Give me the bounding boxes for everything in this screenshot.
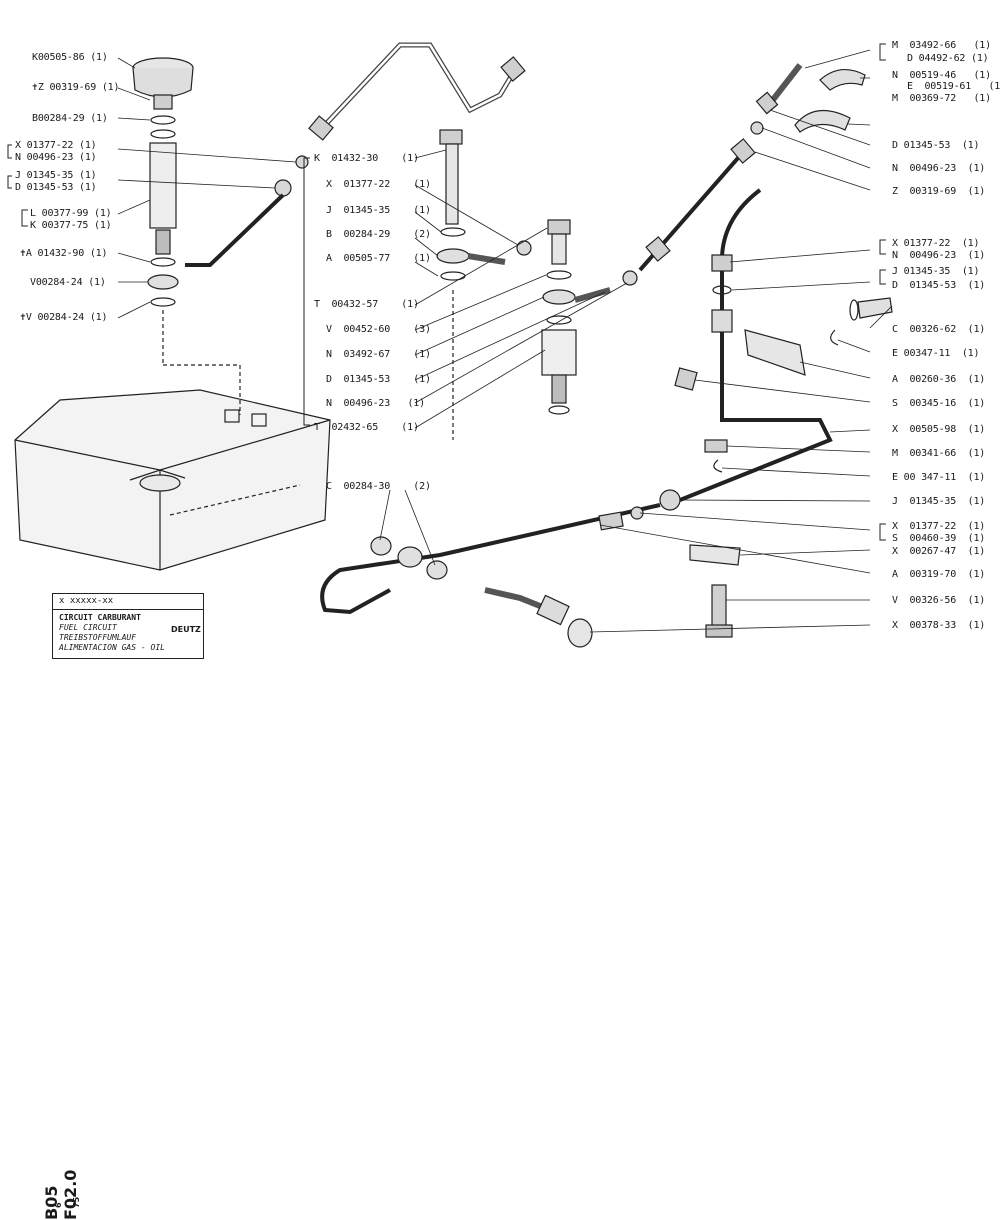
- right-label: E 00 347-11 (1): [892, 472, 986, 483]
- ref-code: x xxxxx-xx: [59, 596, 114, 606]
- group-brackets: [7, 43, 886, 541]
- left-label: N 00496-23 (1): [15, 152, 97, 163]
- right-label: X 01377-22 (1): [892, 238, 980, 249]
- center-label: D 01345-53 (1): [326, 374, 431, 385]
- right-label: J 01345-35 (1): [892, 266, 980, 277]
- left-label: V00284-24 (1): [30, 277, 106, 288]
- center-label: N 00496-23 (1): [326, 398, 425, 409]
- upper-fuel-pipe: [185, 42, 526, 267]
- sheet-date: 6 - 75: [54, 1196, 81, 1208]
- title-line-es: ALIMENTACION GAS - OIL: [59, 643, 165, 652]
- left-label: X 01377-22 (1): [15, 140, 97, 151]
- right-label: N 00496-23 (1): [892, 250, 986, 261]
- right-label: D 01345-53 (1): [892, 140, 980, 151]
- left-label: B00284-29 (1): [32, 113, 108, 124]
- right-pipe-bracket-assembly: [659, 188, 893, 511]
- right-label: E 00519-61 (1): [907, 81, 1000, 92]
- right-label: M 03492-66 (1): [892, 40, 991, 51]
- left-filter-assembly: [132, 57, 241, 415]
- right-label: M 00369-72 (1): [892, 93, 991, 104]
- leader-lines: [117, 49, 893, 633]
- right-label: X 00378-33 (1): [892, 620, 986, 631]
- right-label: V 00326-56 (1): [892, 595, 986, 606]
- center-label: N 03492-67 (1): [326, 349, 431, 360]
- sheet-code: B05 F02.0: [42, 1169, 80, 1220]
- left-label: J 01345-35 (1): [15, 170, 97, 181]
- right-label: E 00347-11 (1): [892, 348, 980, 359]
- right-label: Z 00319-69 (1): [892, 186, 986, 197]
- center-label: C 00284-30 (2): [326, 481, 431, 492]
- lower-fuel-pipe: [320, 503, 741, 648]
- right-label: N 00496-23 (1): [892, 163, 986, 174]
- left-label: ✝V 00284-24 (1): [20, 312, 108, 323]
- right-label: J 01345-35 (1): [892, 496, 986, 507]
- left-label: L 00377-99 (1): [30, 208, 112, 219]
- right-label: M 00341-66 (1): [892, 448, 986, 459]
- exploded-parts-diagram: [7, 42, 893, 648]
- sheet-code-block: B05 F02.0 6 - 75: [10, 560, 81, 1220]
- fuel-tank: [14, 389, 331, 571]
- center-label: V 00452-60 (3): [326, 324, 431, 335]
- right-label: D 04492-62 (1): [907, 53, 989, 64]
- right-label: N 00519-46 (1): [892, 70, 991, 81]
- left-label: K 00377-75 (1): [30, 220, 112, 231]
- left-label: ✝A 01432-90 (1): [20, 248, 108, 259]
- divider: [53, 609, 203, 610]
- title-block: x xxxxx-xx CIRCUIT CARBURANT FUEL CIRCUI…: [52, 593, 204, 659]
- brand-name: DEUTZ: [171, 625, 201, 634]
- left-label: ✝Z 00319-69 (1): [32, 82, 120, 93]
- left-label: D 01345-53 (1): [15, 182, 97, 193]
- right-label: S 00345-16 (1): [892, 398, 986, 409]
- center-label: X 01377-22 (1): [326, 179, 431, 190]
- right-label: C 00326-62 (1): [892, 324, 986, 335]
- title-line-en: FUEL CIRCUIT: [59, 623, 117, 632]
- center-banjo-assembly: [436, 129, 756, 440]
- center-label: T 02432-65 (1): [314, 422, 419, 433]
- right-label: A 00319-70 (1): [892, 569, 986, 580]
- right-label: A 00260-36 (1): [892, 374, 986, 385]
- title-line-fr: CIRCUIT CARBURANT: [59, 613, 141, 622]
- right-label: D 01345-53 (1): [892, 280, 986, 291]
- right-label: X 00267-47 (1): [892, 546, 986, 557]
- center-label: A 00505-77 (1): [326, 253, 431, 264]
- center-label: J 01345-35 (1): [326, 205, 431, 216]
- left-label: K00505-86 (1): [32, 52, 108, 63]
- center-label: K 01432-30 (1): [314, 153, 419, 164]
- title-lines: CIRCUIT CARBURANT FUEL CIRCUIT TREIBSTOF…: [59, 613, 165, 653]
- right-label: X 00505-98 (1): [892, 424, 986, 435]
- title-line-de: TREIBSTOFFUMLAUF: [59, 633, 137, 642]
- center-label: B 00284-29 (2): [326, 229, 431, 240]
- center-label: T 00432-57 (1): [314, 299, 419, 310]
- right-label: S 00460-39 (1): [892, 533, 986, 544]
- right-top-clip-assembly: [750, 63, 866, 135]
- right-label: X 01377-22 (1): [892, 521, 986, 532]
